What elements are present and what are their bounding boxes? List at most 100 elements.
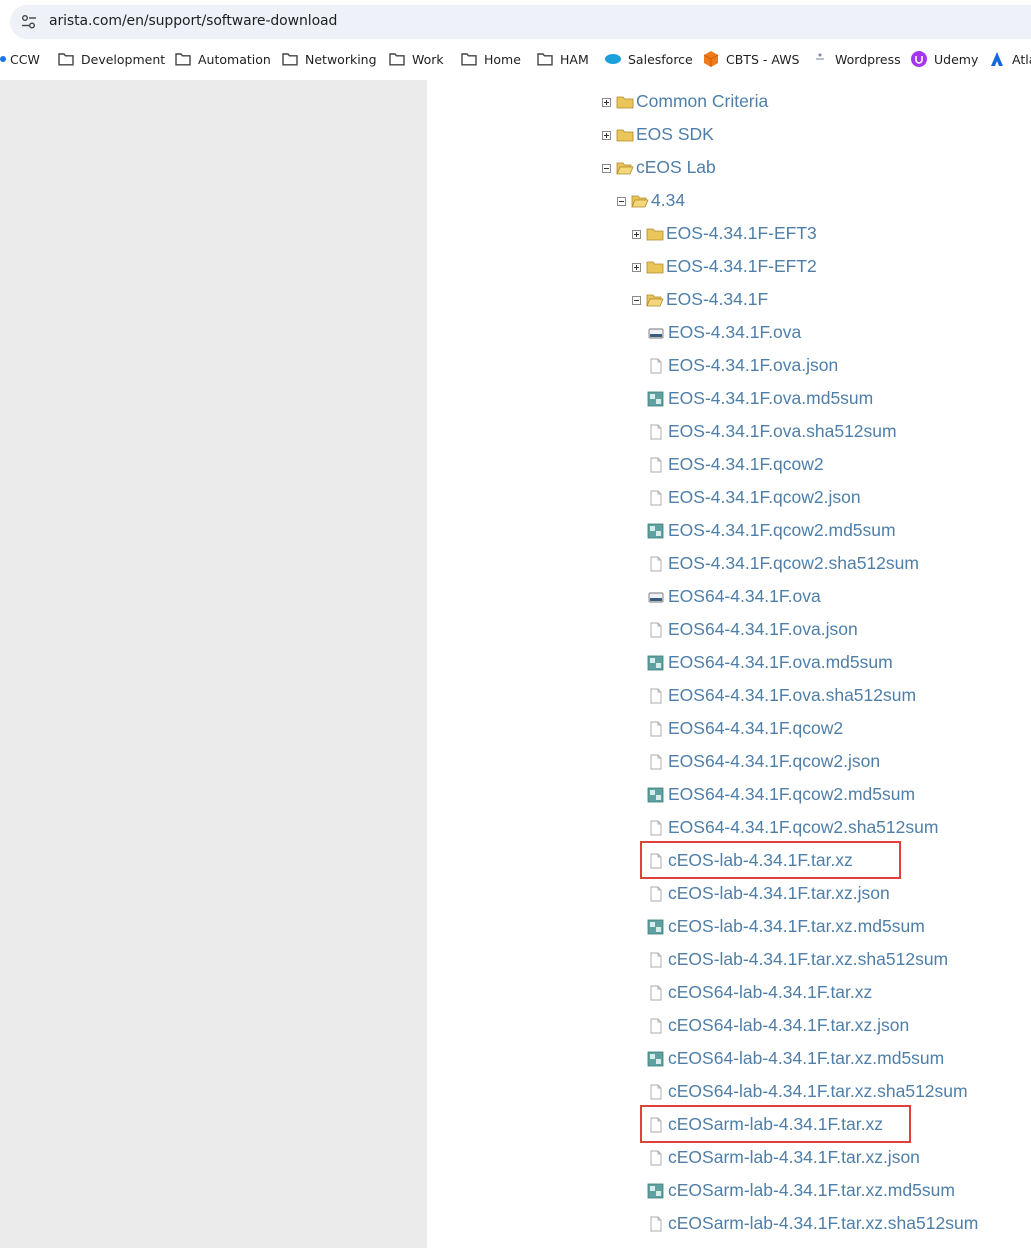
ccw-icon bbox=[0, 50, 12, 68]
left-pane bbox=[0, 80, 427, 1248]
file-link[interactable]: cEOS64-lab-4.34.1F.tar.xz.json bbox=[668, 1015, 910, 1035]
software-download-tree: Common Criteria EOS SDK cEOS Lab 4.34 EO… bbox=[427, 80, 1031, 1248]
file-link[interactable]: EOS-4.34.1F.ova.md5sum bbox=[668, 388, 874, 408]
folder-icon bbox=[646, 228, 664, 241]
collapse-icon[interactable] bbox=[617, 197, 626, 206]
bookmark-label[interactable]: HAM bbox=[560, 52, 589, 67]
document-icon bbox=[647, 490, 665, 506]
bookmark-label[interactable]: Udemy bbox=[934, 52, 979, 67]
collapse-icon[interactable] bbox=[602, 164, 611, 173]
folder-label[interactable]: EOS-4.34.1F bbox=[666, 289, 769, 309]
file-link[interactable]: cEOSarm-lab-4.34.1F.tar.xz.sha512sum bbox=[668, 1213, 979, 1233]
checksum-icon bbox=[647, 391, 665, 407]
document-icon bbox=[647, 688, 665, 704]
file-link[interactable]: EOS64-4.34.1F.ova.json bbox=[668, 619, 858, 639]
document-icon bbox=[647, 358, 665, 374]
file-link[interactable]: cEOS-lab-4.34.1F.tar.xz.json bbox=[668, 883, 890, 903]
folder-label[interactable]: Common Criteria bbox=[636, 91, 769, 111]
folder-icon bbox=[281, 50, 299, 68]
folder-label[interactable]: EOS-4.34.1F-EFT3 bbox=[666, 223, 817, 243]
file-link[interactable]: cEOS-lab-4.34.1F.tar.xz.md5sum bbox=[668, 916, 925, 936]
collapse-icon[interactable] bbox=[632, 296, 641, 305]
document-icon bbox=[647, 1216, 665, 1232]
document-icon bbox=[647, 853, 665, 869]
folder-icon bbox=[57, 50, 75, 68]
address-bar[interactable]: arista.com/en/support/software-download bbox=[10, 5, 1031, 39]
checksum-icon bbox=[647, 655, 665, 671]
folder-label[interactable]: 4.34 bbox=[651, 190, 686, 210]
url-text[interactable]: arista.com/en/support/software-download bbox=[49, 13, 338, 29]
file-link[interactable]: EOS-4.34.1F.qcow2.json bbox=[668, 487, 861, 507]
disk-image-icon bbox=[647, 589, 665, 605]
document-icon bbox=[647, 886, 665, 902]
checksum-icon bbox=[647, 1183, 665, 1199]
file-link[interactable]: EOS64-4.34.1F.qcow2.md5sum bbox=[668, 784, 916, 804]
document-icon bbox=[647, 754, 665, 770]
bookmark-label[interactable]: Work bbox=[412, 52, 444, 67]
file-link[interactable]: EOS64-4.34.1F.qcow2.json bbox=[668, 751, 881, 771]
expand-icon[interactable] bbox=[632, 230, 641, 239]
file-link[interactable]: cEOS64-lab-4.34.1F.tar.xz bbox=[668, 982, 873, 1002]
file-link[interactable]: EOS-4.34.1F.ova bbox=[668, 322, 802, 342]
browser-chrome: arista.com/en/support/software-download … bbox=[0, 0, 1031, 80]
expand-icon[interactable] bbox=[632, 263, 641, 272]
bookmark-label[interactable]: Wordpress bbox=[835, 52, 901, 67]
bookmark-label[interactable]: Atla bbox=[1012, 52, 1031, 67]
document-icon bbox=[647, 1084, 665, 1100]
file-link[interactable]: cEOS-lab-4.34.1F.tar.xz.sha512sum bbox=[668, 949, 949, 969]
file-link[interactable]: EOS64-4.34.1F.qcow2 bbox=[668, 718, 844, 738]
document-icon bbox=[647, 952, 665, 968]
atlassian-icon bbox=[988, 50, 1006, 68]
folder-icon bbox=[536, 50, 554, 68]
bookmarks-bar: CCW Development Automation Networking Work Ho… bbox=[0, 46, 1031, 72]
file-link[interactable]: EOS-4.34.1F.ova.json bbox=[668, 355, 839, 375]
file-link[interactable]: cEOSarm-lab-4.34.1F.tar.xz bbox=[668, 1114, 883, 1134]
bookmark-label[interactable]: Salesforce bbox=[628, 52, 693, 67]
file-link[interactable]: EOS64-4.34.1F.ova.sha512sum bbox=[668, 685, 917, 705]
highlight-box bbox=[640, 841, 901, 879]
file-link[interactable]: cEOSarm-lab-4.34.1F.tar.xz.json bbox=[668, 1147, 920, 1167]
document-icon bbox=[647, 985, 665, 1001]
bookmark-label[interactable]: Home bbox=[484, 52, 521, 67]
folder-label[interactable]: EOS-4.34.1F-EFT2 bbox=[666, 256, 817, 276]
file-link[interactable]: EOS-4.34.1F.qcow2 bbox=[668, 454, 824, 474]
folder-label[interactable]: cEOS Lab bbox=[636, 157, 716, 177]
aws-cube-icon bbox=[702, 50, 720, 68]
file-link[interactable]: EOS-4.34.1F.qcow2.md5sum bbox=[668, 520, 896, 540]
folder-icon bbox=[460, 50, 478, 68]
salesforce-icon bbox=[604, 50, 622, 68]
file-link[interactable]: cEOS-lab-4.34.1F.tar.xz bbox=[668, 850, 853, 870]
document-icon bbox=[647, 556, 665, 572]
bookmark-label[interactable]: Networking bbox=[305, 52, 377, 67]
file-link[interactable]: EOS64-4.34.1F.ova.md5sum bbox=[668, 652, 893, 672]
folder-icon bbox=[616, 96, 634, 109]
file-link[interactable]: EOS-4.34.1F.qcow2.sha512sum bbox=[668, 553, 919, 573]
checksum-icon bbox=[647, 787, 665, 803]
file-link[interactable]: cEOSarm-lab-4.34.1F.tar.xz.md5sum bbox=[668, 1180, 955, 1200]
wordpress-icon bbox=[811, 50, 829, 68]
file-link[interactable]: cEOS64-lab-4.34.1F.tar.xz.md5sum bbox=[668, 1048, 945, 1068]
expand-icon[interactable] bbox=[602, 98, 611, 107]
document-icon bbox=[647, 424, 665, 440]
folder-open-icon bbox=[631, 195, 649, 208]
bookmark-label[interactable]: Automation bbox=[198, 52, 271, 67]
expand-icon[interactable] bbox=[602, 131, 611, 140]
checksum-icon bbox=[647, 919, 665, 935]
document-icon bbox=[647, 1018, 665, 1034]
checksum-icon bbox=[647, 523, 665, 539]
site-settings-icon[interactable] bbox=[20, 14, 38, 30]
file-link[interactable]: EOS64-4.34.1F.ova bbox=[668, 586, 821, 606]
file-link[interactable]: cEOS64-lab-4.34.1F.tar.xz.sha512sum bbox=[668, 1081, 968, 1101]
bookmark-label[interactable]: Development bbox=[81, 52, 166, 67]
file-link[interactable]: EOS-4.34.1F.ova.sha512sum bbox=[668, 421, 897, 441]
folder-label[interactable]: EOS SDK bbox=[636, 124, 714, 144]
udemy-icon bbox=[910, 50, 928, 68]
checksum-icon bbox=[647, 1051, 665, 1067]
file-link[interactable]: EOS64-4.34.1F.qcow2.sha512sum bbox=[668, 817, 939, 837]
bookmark-label[interactable]: CCW bbox=[10, 52, 40, 67]
folder-open-icon bbox=[646, 294, 664, 307]
highlight-box bbox=[640, 1105, 911, 1143]
document-icon bbox=[647, 820, 665, 836]
document-icon bbox=[647, 622, 665, 638]
bookmark-label[interactable]: CBTS - AWS bbox=[726, 52, 800, 67]
